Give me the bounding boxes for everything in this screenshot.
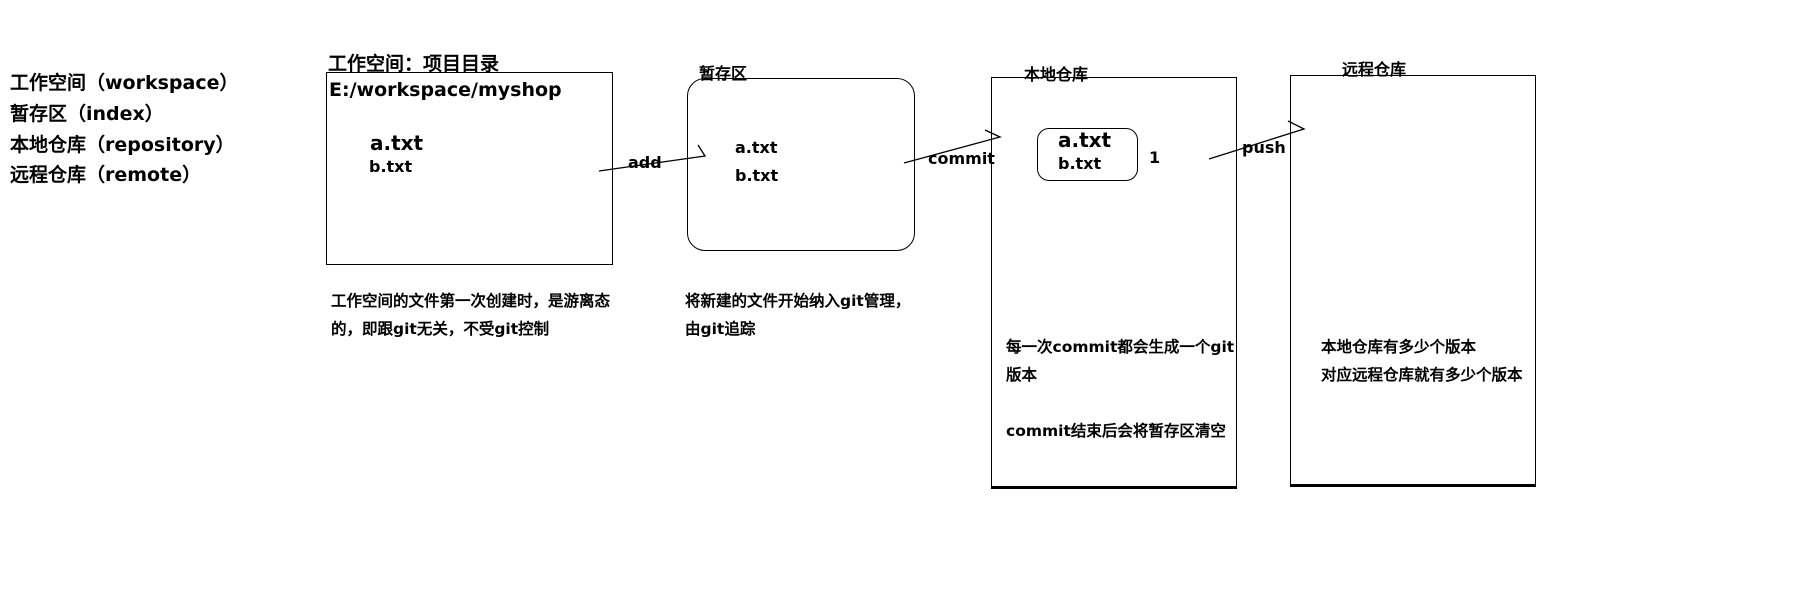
legend-repository: 本地仓库（repository） bbox=[10, 134, 235, 156]
commit-label: commit bbox=[928, 149, 995, 168]
workspace-path: E:/workspace/myshop bbox=[329, 79, 562, 101]
index-file-b: b.txt bbox=[735, 166, 779, 185]
repository-note-line-3: commit结束后会将暂存区清空 bbox=[1006, 422, 1226, 440]
repository-note-line-2: 版本 bbox=[1006, 366, 1038, 384]
remote-note-line-1: 本地仓库有多少个版本 bbox=[1321, 338, 1477, 356]
legend-workspace: 工作空间（workspace） bbox=[10, 72, 239, 94]
workspace-note-line-2: 的，即跟git无关，不受git控制 bbox=[331, 320, 550, 338]
legend-remote: 远程仓库（remote） bbox=[10, 164, 202, 186]
remote-note-line-2: 对应远程仓库就有多少个版本 bbox=[1321, 366, 1523, 384]
remote-box bbox=[1290, 75, 1536, 487]
push-arrow bbox=[1208, 120, 1306, 160]
workspace-file-b: b.txt bbox=[369, 157, 413, 176]
index-file-a: a.txt bbox=[735, 138, 778, 157]
repository-title: 本地仓库 bbox=[1024, 65, 1089, 84]
commit-version-box bbox=[1037, 128, 1138, 181]
repository-file-b: b.txt bbox=[1058, 154, 1102, 173]
push-label: push bbox=[1242, 138, 1286, 157]
add-arrow bbox=[598, 144, 707, 172]
repository-file-a: a.txt bbox=[1058, 128, 1112, 152]
add-label: add bbox=[628, 153, 662, 172]
index-box bbox=[687, 78, 915, 251]
repository-box bbox=[991, 77, 1237, 489]
repository-note-line-1: 每一次commit都会生成一个git bbox=[1006, 338, 1235, 356]
commit-arrow bbox=[903, 129, 1002, 164]
version-marker: 1 bbox=[1149, 148, 1161, 167]
workspace-note-line-1: 工作空间的文件第一次创建时，是游离态 bbox=[331, 292, 611, 310]
index-note-line-2: 由git追踪 bbox=[685, 320, 756, 338]
legend-index: 暂存区（index） bbox=[10, 103, 164, 125]
remote-title: 远程仓库 bbox=[1342, 60, 1407, 79]
index-note-line-1: 将新建的文件开始纳入git管理， bbox=[685, 292, 911, 310]
workspace-file-a: a.txt bbox=[370, 131, 424, 155]
workspace-title: 工作空间：项目目录 bbox=[328, 53, 500, 75]
